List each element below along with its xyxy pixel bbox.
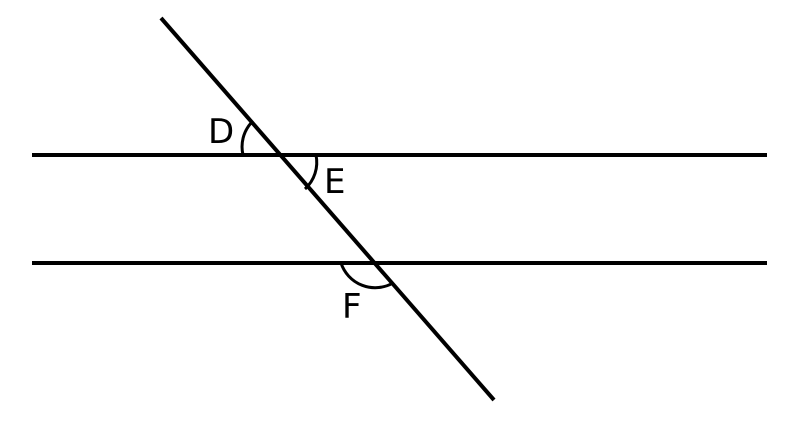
angle-f-arc bbox=[339, 262, 394, 290]
angle-d-label: D bbox=[208, 112, 234, 152]
angle-d-arc bbox=[240, 122, 253, 156]
angle-f-label: F bbox=[342, 287, 362, 327]
angle-e-arc bbox=[303, 154, 319, 191]
transversal-line bbox=[159, 16, 496, 402]
angle-e-label: E bbox=[324, 162, 345, 202]
